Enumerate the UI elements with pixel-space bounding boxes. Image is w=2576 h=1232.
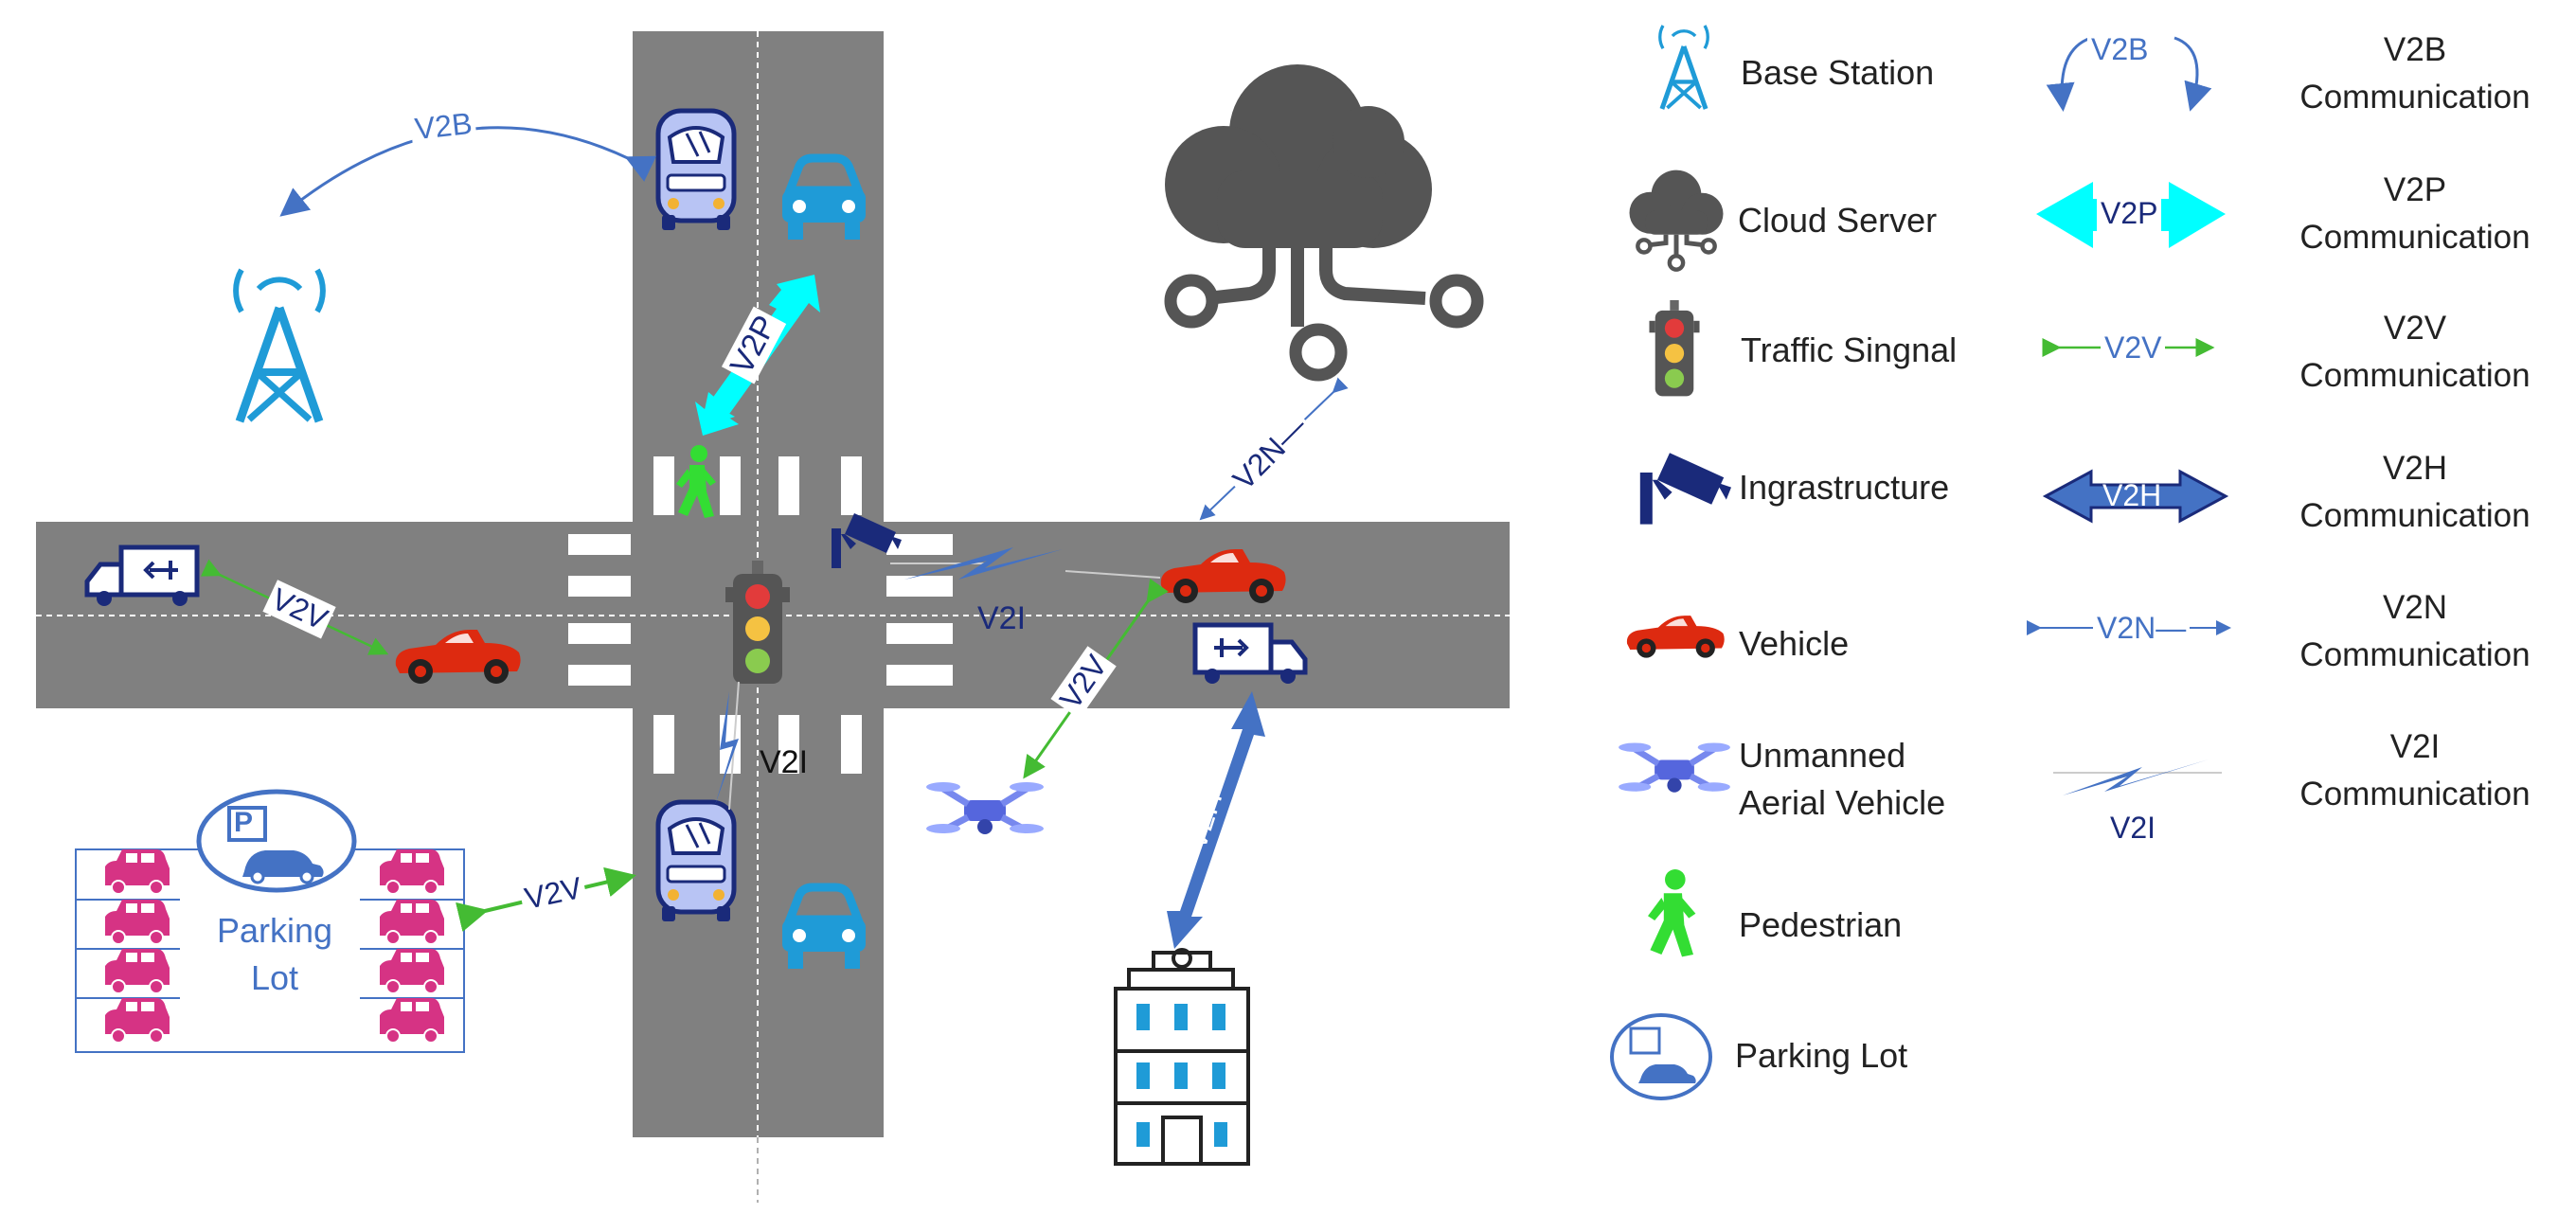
legend-traffic-signal-icon xyxy=(1649,299,1700,397)
legend-vehicle-label: Vehicle xyxy=(1739,624,1850,663)
legend-infrastructure-label: Ingrastructure xyxy=(1739,468,1950,507)
legend-cloud-server-icon xyxy=(1629,170,1724,272)
parking-sign-letter: P xyxy=(234,807,254,838)
legend-pedestrian-icon xyxy=(1648,869,1696,957)
drone-diagram xyxy=(926,782,1044,834)
legend-cloud-server-label: Cloud Server xyxy=(1738,201,1938,240)
legend-pedestrian-label: Pedestrian xyxy=(1739,905,1903,944)
legend-v2b-symbol: V2B xyxy=(2087,32,2153,67)
legend-v2p-communication: V2P Communication xyxy=(2299,171,2531,256)
legend-parking-lot-icon xyxy=(1610,1013,1712,1100)
car-top-south xyxy=(658,802,734,921)
car-top-north xyxy=(658,111,734,230)
legend-v2n-communication: V2N Communication xyxy=(2299,589,2531,673)
v2h-link xyxy=(1167,691,1265,949)
parking-lot-label-line1: Parking xyxy=(216,911,333,950)
legend-base-station-icon xyxy=(1660,26,1708,109)
legend-v2h-symbol: V2H xyxy=(2102,478,2162,512)
legend-traffic-signal-label: Traffic Singnal xyxy=(1741,330,1958,369)
legend-v2i-communication: V2I Communication xyxy=(2299,728,2531,812)
base-station-icon xyxy=(236,270,323,421)
legend-v2h-communication: V2H Communication xyxy=(2299,450,2531,534)
legend-camera-icon xyxy=(1639,453,1731,525)
legend-parking-lot-label: Parking Lot xyxy=(1735,1036,1908,1075)
legend-drone-icon xyxy=(1619,742,1730,792)
v2i-link-south xyxy=(715,681,740,811)
v2b-label: V2B xyxy=(409,105,478,148)
parking-lot-label: Parking Lot xyxy=(208,907,341,1002)
v2i-label-east: V2I xyxy=(977,600,1027,636)
legend-base-station-label: Base Station xyxy=(1741,53,1935,92)
cloud-server-icon xyxy=(1164,64,1484,382)
traffic-light-center xyxy=(725,561,790,684)
legend-v2n-symbol: V2N— xyxy=(2093,611,2191,646)
legend-icons xyxy=(1610,26,1731,1100)
legend-uav-label: Unmanned Aerial Vehicle xyxy=(1739,736,1946,822)
crosswalk-north xyxy=(653,456,862,515)
legend-link-icons xyxy=(2027,36,2231,795)
crosswalk-west xyxy=(568,534,631,686)
legend-vehicle-icon xyxy=(1626,616,1725,658)
crosswalk-east xyxy=(886,534,953,686)
parking-lot-label-line2: Lot xyxy=(250,958,299,997)
v2i-label-south: V2I xyxy=(760,744,809,780)
legend-v2b-communication: V2B Communication xyxy=(2299,31,2531,116)
v2i-link-east xyxy=(890,547,1161,580)
legend-v2v-symbol: V2V xyxy=(2101,330,2166,366)
building-icon xyxy=(1114,948,1250,1166)
legend-v2i-symbol: V2I xyxy=(2110,811,2156,845)
legend-v2p-symbol: V2P xyxy=(2097,196,2162,231)
parking-lot-area xyxy=(75,789,465,1053)
legend-v2v-communication: V2V Communication xyxy=(2299,310,2531,394)
